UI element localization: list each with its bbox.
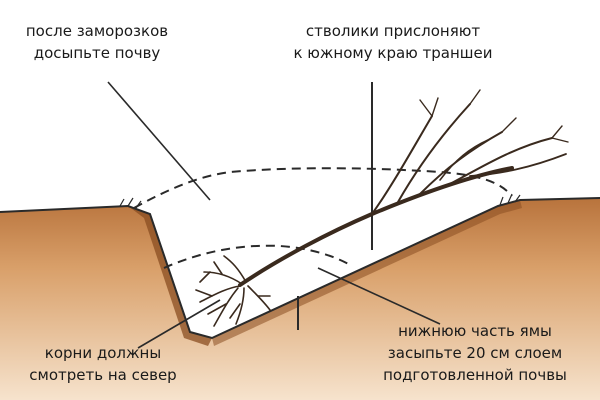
bottom-fill-line xyxy=(163,244,353,269)
seedling-twig xyxy=(419,89,569,143)
label-line: после заморозков xyxy=(25,22,169,40)
seedling-branch xyxy=(397,103,471,203)
seedling-branch xyxy=(439,139,489,181)
seedling-branch xyxy=(371,115,433,215)
seedling-roots xyxy=(195,255,271,327)
seedling-tree xyxy=(238,89,569,287)
label-line: к южному краю траншеи xyxy=(293,44,493,62)
label-line: нижнюю часть ямы xyxy=(398,322,552,340)
seedling-branch xyxy=(469,153,567,177)
label-add-soil-after-frost: после заморозков досыпьте почву xyxy=(22,20,172,64)
seedling-branch xyxy=(449,137,553,185)
label-line: подготовленной почвы xyxy=(383,366,567,384)
label-line: корни должны xyxy=(44,344,162,362)
label-roots-north: корни должны смотреть на север xyxy=(18,342,188,386)
label-trunks-south-edge: стволики прислоняют к южному краю транше… xyxy=(268,20,518,64)
label-fill-bottom-layer: нижнюю часть ямы засыпьте 20 см слоем по… xyxy=(375,320,575,386)
trench-right-wall xyxy=(212,200,522,346)
leader-line-top-left xyxy=(107,81,211,201)
label-line: смотреть на север xyxy=(29,366,177,384)
label-line: стволики прислоняют xyxy=(305,22,481,40)
label-line: досыпьте почву xyxy=(33,44,161,62)
leader-line-bottom-left xyxy=(137,299,221,349)
leader-line-bottom-right xyxy=(317,267,441,325)
label-line: засыпьте 20 см слоем xyxy=(387,344,563,362)
added-soil-line xyxy=(133,167,513,209)
